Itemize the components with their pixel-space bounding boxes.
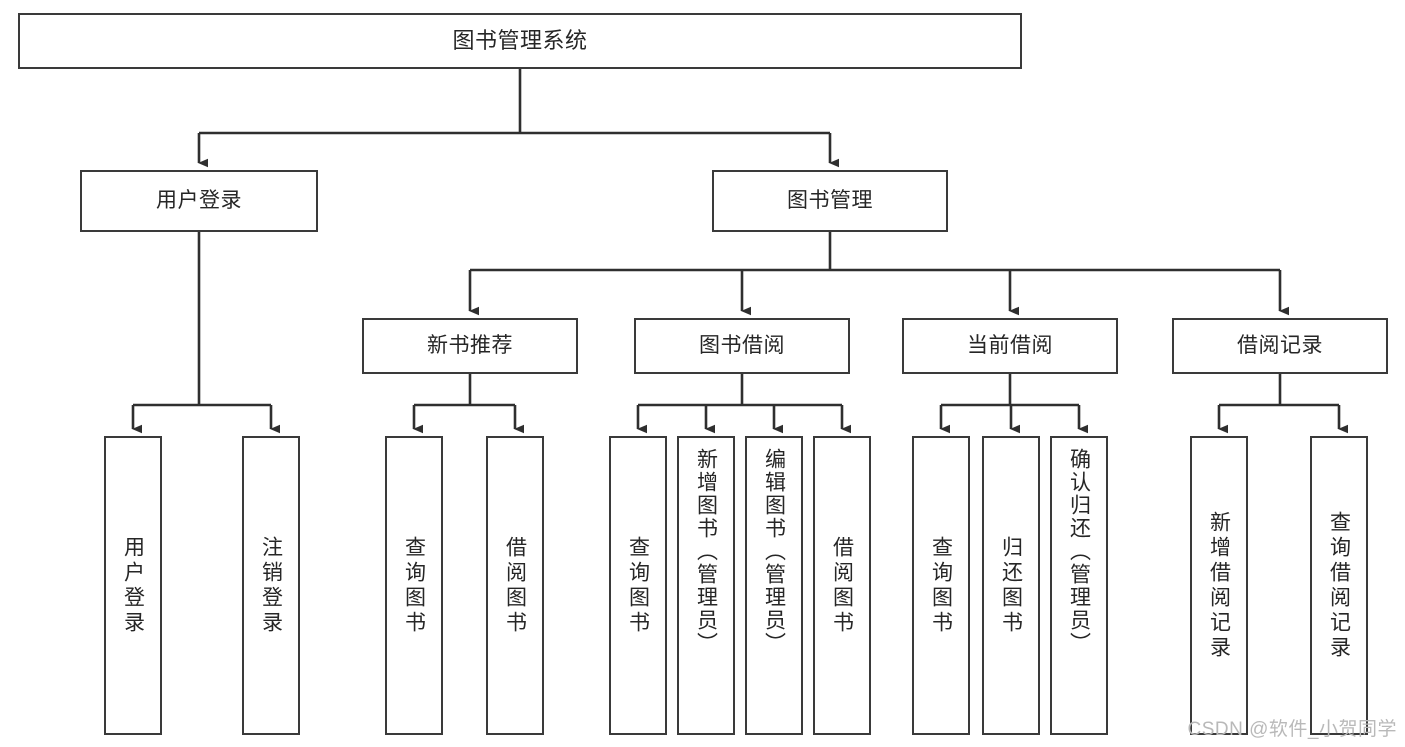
leaf-add-borrow-record[interactable]: 新增借阅记录 xyxy=(1190,436,1248,735)
node-label: 当前借阅 xyxy=(967,333,1053,357)
node-label: 编辑图书（管理员） xyxy=(762,448,786,655)
node-borrow-record[interactable]: 借阅记录 xyxy=(1172,318,1388,374)
node-label: 新增图书（管理员） xyxy=(694,448,718,655)
leaf-edit-book-admin[interactable]: 编辑图书（管理员） xyxy=(745,436,803,735)
node-label: 查询图书 xyxy=(929,535,953,636)
node-user-login[interactable]: 用户登录 xyxy=(80,170,318,232)
node-label: 借阅记录 xyxy=(1237,333,1323,357)
leaf-add-book-admin[interactable]: 新增图书（管理员） xyxy=(677,436,735,735)
node-label: 查询图书 xyxy=(626,535,650,636)
node-book-management-system[interactable]: 图书管理系统 xyxy=(18,13,1022,69)
node-label: 图书管理系统 xyxy=(452,28,588,54)
node-new-book-recommend[interactable]: 新书推荐 xyxy=(362,318,578,374)
node-book-borrow[interactable]: 图书借阅 xyxy=(634,318,850,374)
leaf-return-book[interactable]: 归还图书 xyxy=(982,436,1040,735)
leaf-query-book-recommend[interactable]: 查询图书 xyxy=(385,436,443,735)
leaf-borrow-book[interactable]: 借阅图书 xyxy=(813,436,871,735)
leaf-confirm-return-admin[interactable]: 确认归还（管理员） xyxy=(1050,436,1108,735)
node-label: 查询借阅记录 xyxy=(1327,510,1351,661)
leaf-query-borrow-record[interactable]: 查询借阅记录 xyxy=(1310,436,1368,735)
leaf-user-login[interactable]: 用户登录 xyxy=(104,436,162,735)
node-label: 新书推荐 xyxy=(427,333,513,357)
node-label: 查询图书 xyxy=(402,535,426,636)
node-label: 确认归还（管理员） xyxy=(1067,448,1091,655)
node-label: 借阅图书 xyxy=(830,535,854,636)
node-label: 新增借阅记录 xyxy=(1207,510,1231,661)
leaf-query-book-borrow[interactable]: 查询图书 xyxy=(609,436,667,735)
node-label: 用户登录 xyxy=(121,535,145,636)
csdn-watermark: CSDN @软件_小贺同学 xyxy=(1187,719,1397,740)
node-label: 图书借阅 xyxy=(699,333,785,357)
leaf-borrow-book-recommend[interactable]: 借阅图书 xyxy=(486,436,544,735)
node-current-borrow[interactable]: 当前借阅 xyxy=(902,318,1118,374)
leaf-query-book-current[interactable]: 查询图书 xyxy=(912,436,970,735)
node-book-management[interactable]: 图书管理 xyxy=(712,170,948,232)
node-label: 借阅图书 xyxy=(503,535,527,636)
node-label: 图书管理 xyxy=(787,188,873,212)
node-label: 用户登录 xyxy=(156,188,242,212)
node-label: 归还图书 xyxy=(999,535,1023,636)
node-label: 注销登录 xyxy=(259,535,283,636)
leaf-logout[interactable]: 注销登录 xyxy=(242,436,300,735)
